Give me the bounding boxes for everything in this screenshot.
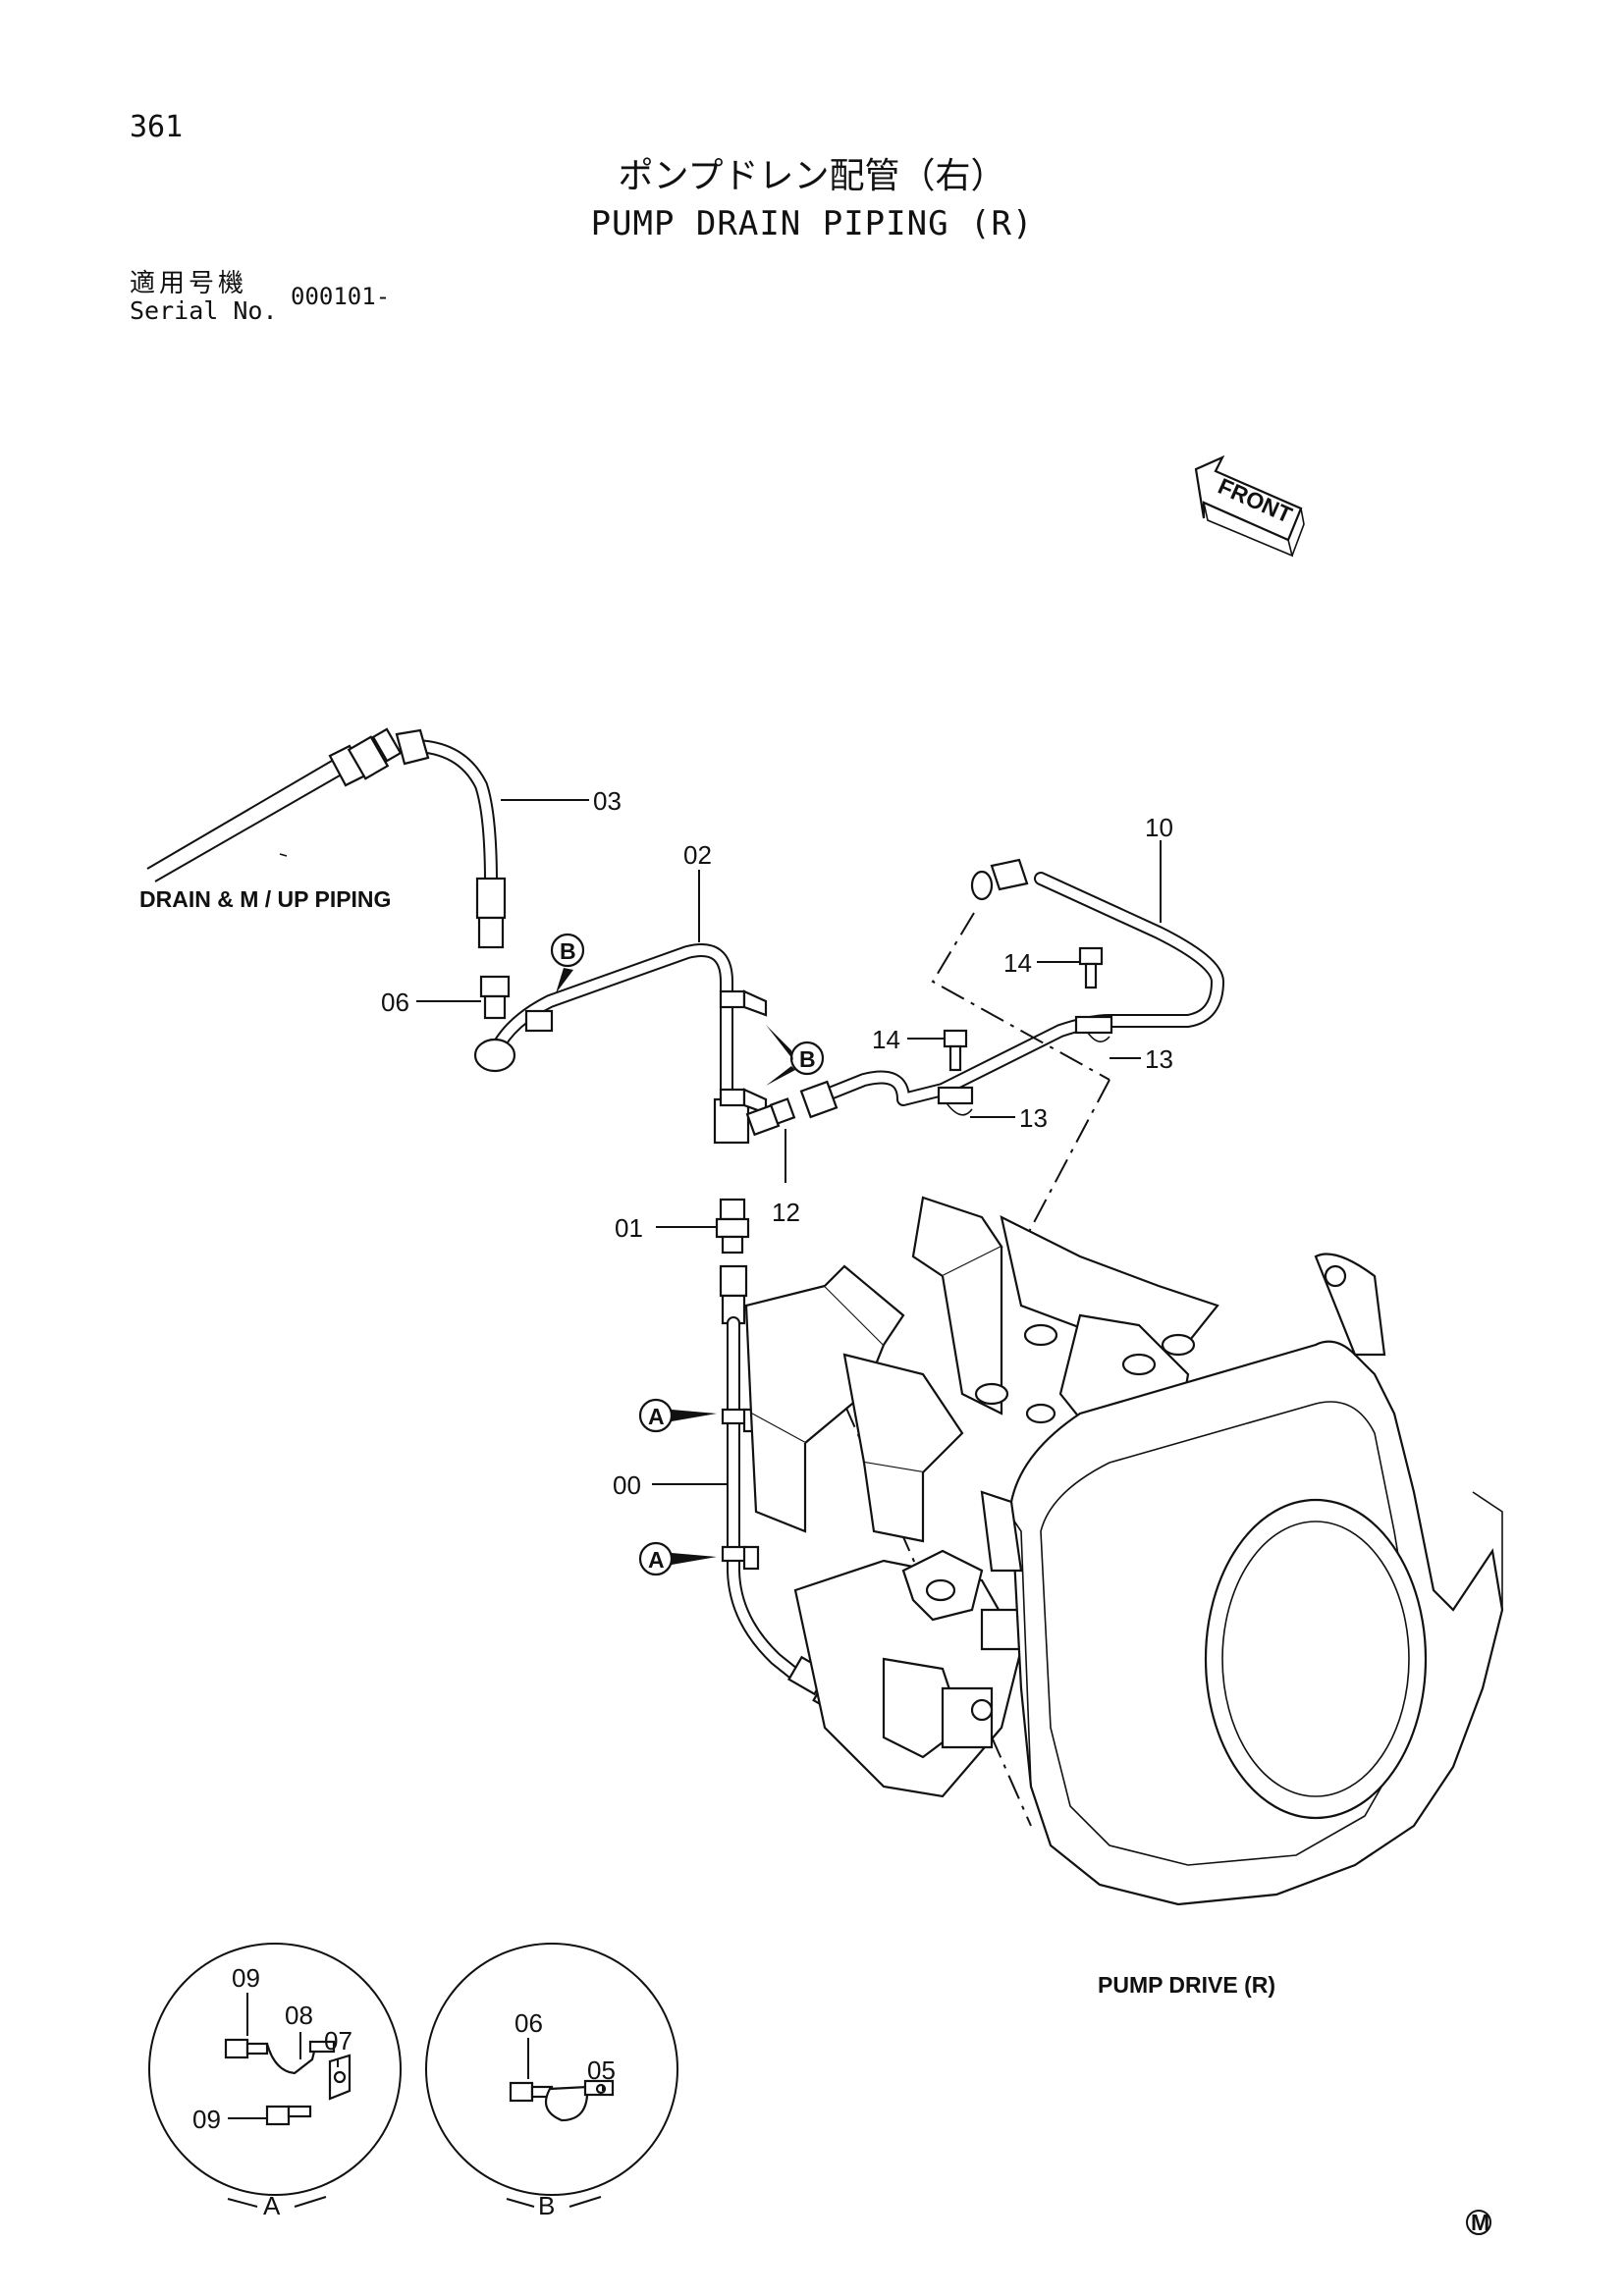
detail-a-callout-08: 08 (285, 2001, 313, 2030)
pump-drive-assembly (744, 1196, 1504, 1906)
svg-text:A: A (648, 1404, 665, 1429)
svg-text:B: B (560, 938, 576, 964)
callout-10: 10 (1145, 813, 1173, 842)
fitting-12 (745, 1097, 796, 1137)
callout-06: 06 (381, 988, 409, 1017)
pipe-02 (473, 943, 768, 1145)
drain-piping-label: DRAIN & M / UP PIPING (139, 886, 391, 912)
front-arrow-icon: FRONT (1194, 454, 1305, 558)
detail-b-label: B (538, 2191, 555, 2220)
marker-b-right: B (766, 1025, 825, 1086)
marker-a-upper: A (638, 1398, 717, 1433)
detail-a-label: A (263, 2191, 281, 2220)
detail-a-callout-07: 07 (324, 2026, 352, 2056)
svg-text:A: A (648, 1547, 665, 1573)
detail-b-callout-05: 05 (587, 2056, 616, 2085)
detail-a (148, 1943, 402, 2196)
page-title-english: PUMP DRAIN PIPING (R) (590, 204, 1034, 243)
hose-03 (395, 728, 507, 949)
callout-13-upper: 13 (1145, 1044, 1173, 1074)
clamp-13-upper (1074, 1015, 1113, 1042)
callout-01: 01 (615, 1213, 643, 1243)
callout-13-lower: 13 (1019, 1103, 1048, 1133)
clamp-13-lower (937, 1086, 974, 1116)
pipe-10 (799, 858, 1224, 1119)
detail-a-callout-09-bottom: 09 (192, 2105, 221, 2134)
callout-14-lower: 14 (872, 1025, 900, 1054)
callout-14-upper: 14 (1003, 948, 1032, 978)
callout-02: 02 (683, 840, 712, 870)
footer-mark: M (1466, 2210, 1491, 2235)
marker-b-top: B (550, 933, 585, 993)
serial-label-english: Serial No. (130, 296, 278, 325)
bolt-14-upper (1078, 946, 1104, 989)
callout-00: 00 (613, 1470, 641, 1500)
svg-text:M: M (1471, 2210, 1489, 2235)
detail-b-callout-06: 06 (514, 2008, 543, 2038)
bolt-14-lower (943, 1029, 968, 1072)
detail-a-callout-09-top: 09 (232, 1963, 260, 1993)
serial-number-value: 000101- (291, 283, 391, 310)
pump-drive-label: PUMP DRIVE (R) (1098, 1972, 1275, 1998)
page-title-japanese: ポンプドレン配管（右） (618, 156, 1006, 196)
drain-piping-reference (146, 727, 403, 882)
callout-12: 12 (772, 1198, 800, 1227)
detail-b (425, 1943, 678, 2196)
serial-label-japanese: 適用号機 (130, 269, 248, 298)
page-number: 361 (130, 110, 184, 144)
svg-text:B: B (799, 1046, 816, 1072)
callout-03: 03 (593, 786, 622, 816)
fitting-01 (715, 1198, 750, 1255)
fitting-06 (479, 975, 511, 1020)
marker-a-lower: A (638, 1541, 717, 1576)
